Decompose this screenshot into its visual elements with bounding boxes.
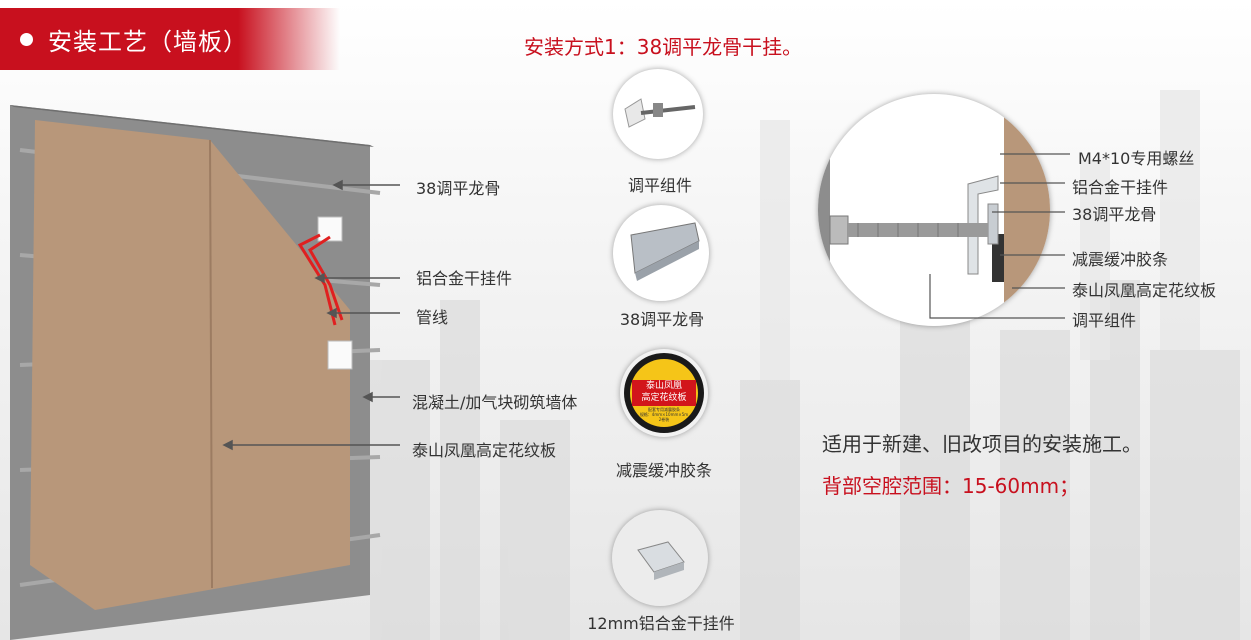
label-hanger: 铝合金干挂件 — [416, 269, 513, 288]
caption-leveling: 调平组件 — [627, 176, 692, 195]
wood-panel — [30, 120, 350, 610]
detail-label-keel: 38调平龙骨 — [1072, 205, 1157, 224]
section-title: 安装工艺（墙板） — [48, 28, 248, 56]
label-masonry: 混凝土/加气块砌筑墙体 — [412, 393, 578, 412]
tape-qty: 2卷装 — [658, 417, 670, 422]
tape-spec: 规格：4mm×10mm×5m — [639, 412, 689, 417]
caption-hanger: 12mm铝合金干挂件 — [587, 614, 735, 633]
detail-leader-lines — [929, 153, 1070, 319]
detail-section-image — [818, 94, 1050, 326]
tape-brand: 泰山凤凰 — [645, 381, 682, 391]
detail-label-panel: 泰山凤凰高定花纹板 — [1072, 281, 1217, 300]
section-header: 安装工艺（墙板） — [0, 8, 340, 70]
pipe-line — [297, 233, 337, 326]
hanger-image — [612, 510, 708, 606]
install-method-title: 安装方式1：38调平龙骨干挂。 — [524, 35, 803, 59]
power-socket — [327, 340, 353, 370]
wall-illustration — [10, 105, 400, 640]
detail-label-screw: M4*10专用螺丝 — [1078, 149, 1195, 168]
detail-label-leveling: 调平组件 — [1072, 311, 1137, 330]
caption-keel: 38调平龙骨 — [619, 310, 705, 329]
detail-label-hanger: 铝合金干挂件 — [1072, 178, 1169, 197]
label-pipe: 管线 — [416, 308, 449, 327]
applicable-note: 适用于新建、旧改项目的安装施工。 — [822, 432, 1142, 456]
label-panel: 泰山凤凰高定花纹板 — [412, 441, 557, 460]
tape-sub: 配套专用减震胶条 — [648, 407, 680, 412]
caption-buffer: 减震缓冲胶条 — [615, 461, 712, 480]
buffer-tape-image: 泰山凤凰 高定花纹板 配套专用减震胶条 规格：4mm×10mm×5m 2卷装 — [620, 349, 708, 437]
cavity-range-note: 背部空腔范围：15-60mm； — [822, 474, 1080, 498]
tape-product: 高定花纹板 — [641, 393, 687, 403]
keel-image — [613, 205, 709, 301]
leveling-component-image — [613, 69, 703, 159]
label-keel: 38调平龙骨 — [416, 179, 501, 198]
detail-label-buffer: 减震缓冲胶条 — [1072, 250, 1169, 269]
bullet-icon — [20, 33, 33, 46]
